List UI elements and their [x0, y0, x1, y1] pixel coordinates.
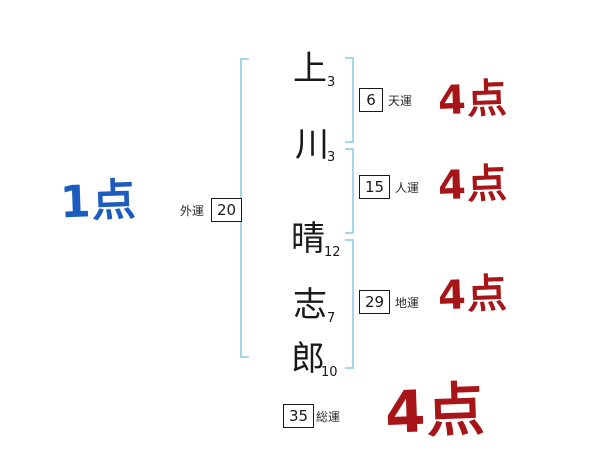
earth-fortune-label: 地運 [395, 296, 420, 310]
person-fortune-label: 人運 [395, 181, 420, 195]
heaven-fortune-value-box: 6 [359, 88, 383, 112]
name-character-4: 志 [293, 285, 327, 325]
person-fortune-score: 4点 [437, 160, 509, 210]
stroke-count-1: 3 [327, 75, 336, 90]
heaven-fortune-label: 天運 [388, 94, 413, 108]
name-character-5: 郎 [291, 339, 325, 379]
outer-fortune-label: 外運 [180, 204, 205, 218]
stroke-count-3: 12 [324, 245, 341, 260]
name-character-2: 川 [295, 125, 329, 165]
name-character-1: 上 [293, 49, 327, 89]
earth-fortune-value-box: 29 [359, 290, 391, 314]
total-fortune-score: 4点 [383, 375, 487, 447]
earth-fortune-bracket [345, 239, 354, 369]
stroke-count-2: 3 [327, 150, 336, 165]
stroke-count-5: 10 [321, 365, 338, 380]
heaven-fortune-bracket [345, 57, 354, 143]
heaven-fortune-score: 4点 [437, 75, 509, 125]
person-fortune-bracket [345, 148, 354, 234]
stroke-count-4: 7 [327, 311, 336, 326]
name-character-3: 晴 [291, 219, 325, 259]
outer-fortune-score: 1点 [59, 174, 138, 229]
total-fortune-value-box: 35 [283, 404, 315, 428]
total-fortune-label: 総運 [316, 410, 341, 424]
person-fortune-value-box: 15 [359, 175, 391, 199]
earth-fortune-score: 4点 [437, 270, 509, 320]
outer-fortune-value-box: 20 [211, 198, 243, 222]
